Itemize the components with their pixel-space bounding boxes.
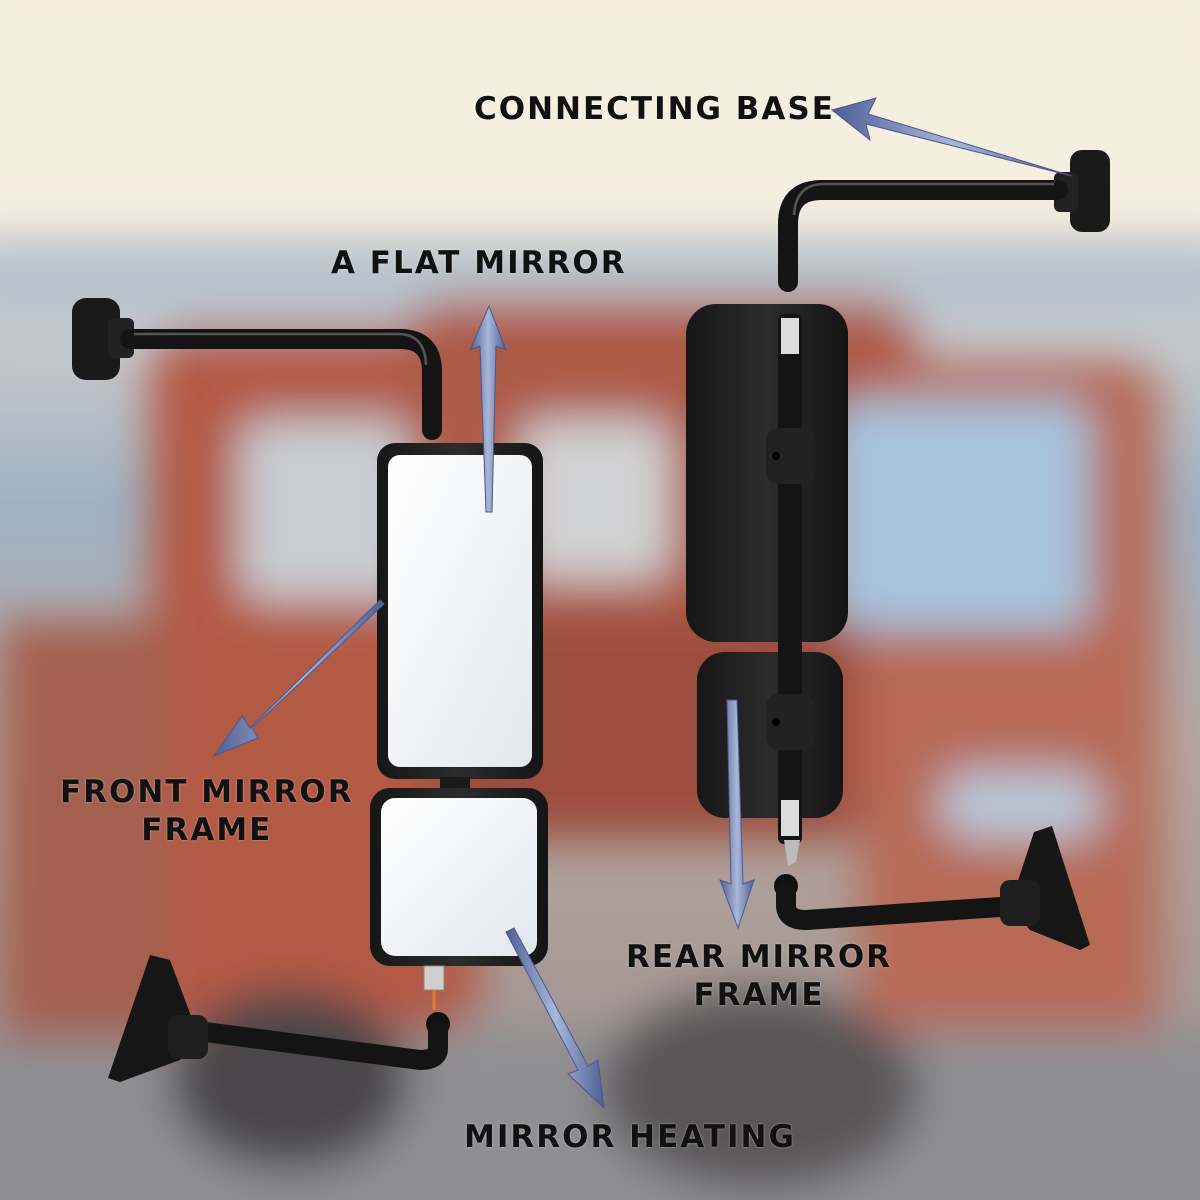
left-mirror-assembly bbox=[72, 298, 548, 1082]
rear-lower-clamp-bolt bbox=[772, 718, 780, 726]
rear-upper-clamp-bolt bbox=[772, 452, 780, 460]
right-top-arm-highlight bbox=[792, 182, 1054, 216]
front-frame-arrow bbox=[212, 599, 385, 758]
truck-wheel-left bbox=[170, 990, 410, 1170]
mirror-heating-arrow bbox=[505, 927, 605, 1110]
label-connecting-base: CONNECTING BASE bbox=[474, 90, 835, 128]
label-front-frame-line1: FRONT MIRROR bbox=[60, 774, 354, 810]
right-bottom-arm bbox=[776, 882, 1040, 931]
truck-windshield bbox=[830, 400, 1090, 630]
truck-headlight bbox=[940, 770, 1100, 840]
label-mirror-heating-text: MIRROR HEATING bbox=[464, 1119, 796, 1155]
flat-mirror-arrow bbox=[469, 304, 507, 513]
left-mirror-connector bbox=[440, 777, 470, 789]
rear-vertical-rod bbox=[778, 314, 802, 844]
connecting-base-arrow bbox=[830, 97, 1073, 177]
rear-bottom-connector bbox=[784, 840, 800, 866]
left-bottom-arm bbox=[180, 1020, 448, 1071]
right-bottom-mount-hinge bbox=[1000, 880, 1040, 926]
left-bottom-mount-hinge bbox=[168, 1015, 208, 1059]
arrows bbox=[212, 97, 1073, 1110]
rear-lower-clamp bbox=[766, 694, 814, 750]
left-top-mount-base bbox=[72, 298, 120, 380]
label-front-frame-line2: FRAME bbox=[141, 812, 273, 848]
truck-wheel-right bbox=[600, 990, 920, 1190]
truck-window-center bbox=[520, 420, 670, 580]
rear-rod-bottom-cap bbox=[781, 800, 799, 836]
label-flat-mirror-text: A FLAT MIRROR bbox=[331, 245, 627, 281]
rear-upper-clamp bbox=[766, 428, 814, 484]
connecting-base bbox=[1070, 150, 1110, 232]
flat-mirror-glass bbox=[388, 455, 532, 767]
heating-wire-sleeve bbox=[423, 965, 445, 991]
label-rear-frame-line1: REAR MIRROR bbox=[626, 939, 893, 975]
left-top-arm-highlight bbox=[134, 332, 428, 366]
heated-mirror-glass bbox=[381, 798, 537, 956]
label-front-mirror-frame: FRONT MIRROR FRAME bbox=[60, 773, 354, 849]
label-flat-mirror: A FLAT MIRROR bbox=[331, 244, 627, 282]
label-rear-mirror-frame: REAR MIRROR FRAME bbox=[626, 938, 892, 1014]
label-rear-frame-line2: FRAME bbox=[693, 977, 825, 1013]
truck-window-left bbox=[240, 420, 410, 600]
truck-side-left bbox=[0, 620, 170, 1040]
rear-rod-highlight bbox=[781, 318, 799, 354]
label-connecting-base-text: CONNECTING BASE bbox=[474, 91, 835, 127]
left-top-arm bbox=[120, 329, 442, 440]
label-mirror-heating: MIRROR HEATING bbox=[464, 1118, 796, 1156]
rear-frame-arrow bbox=[719, 699, 755, 930]
